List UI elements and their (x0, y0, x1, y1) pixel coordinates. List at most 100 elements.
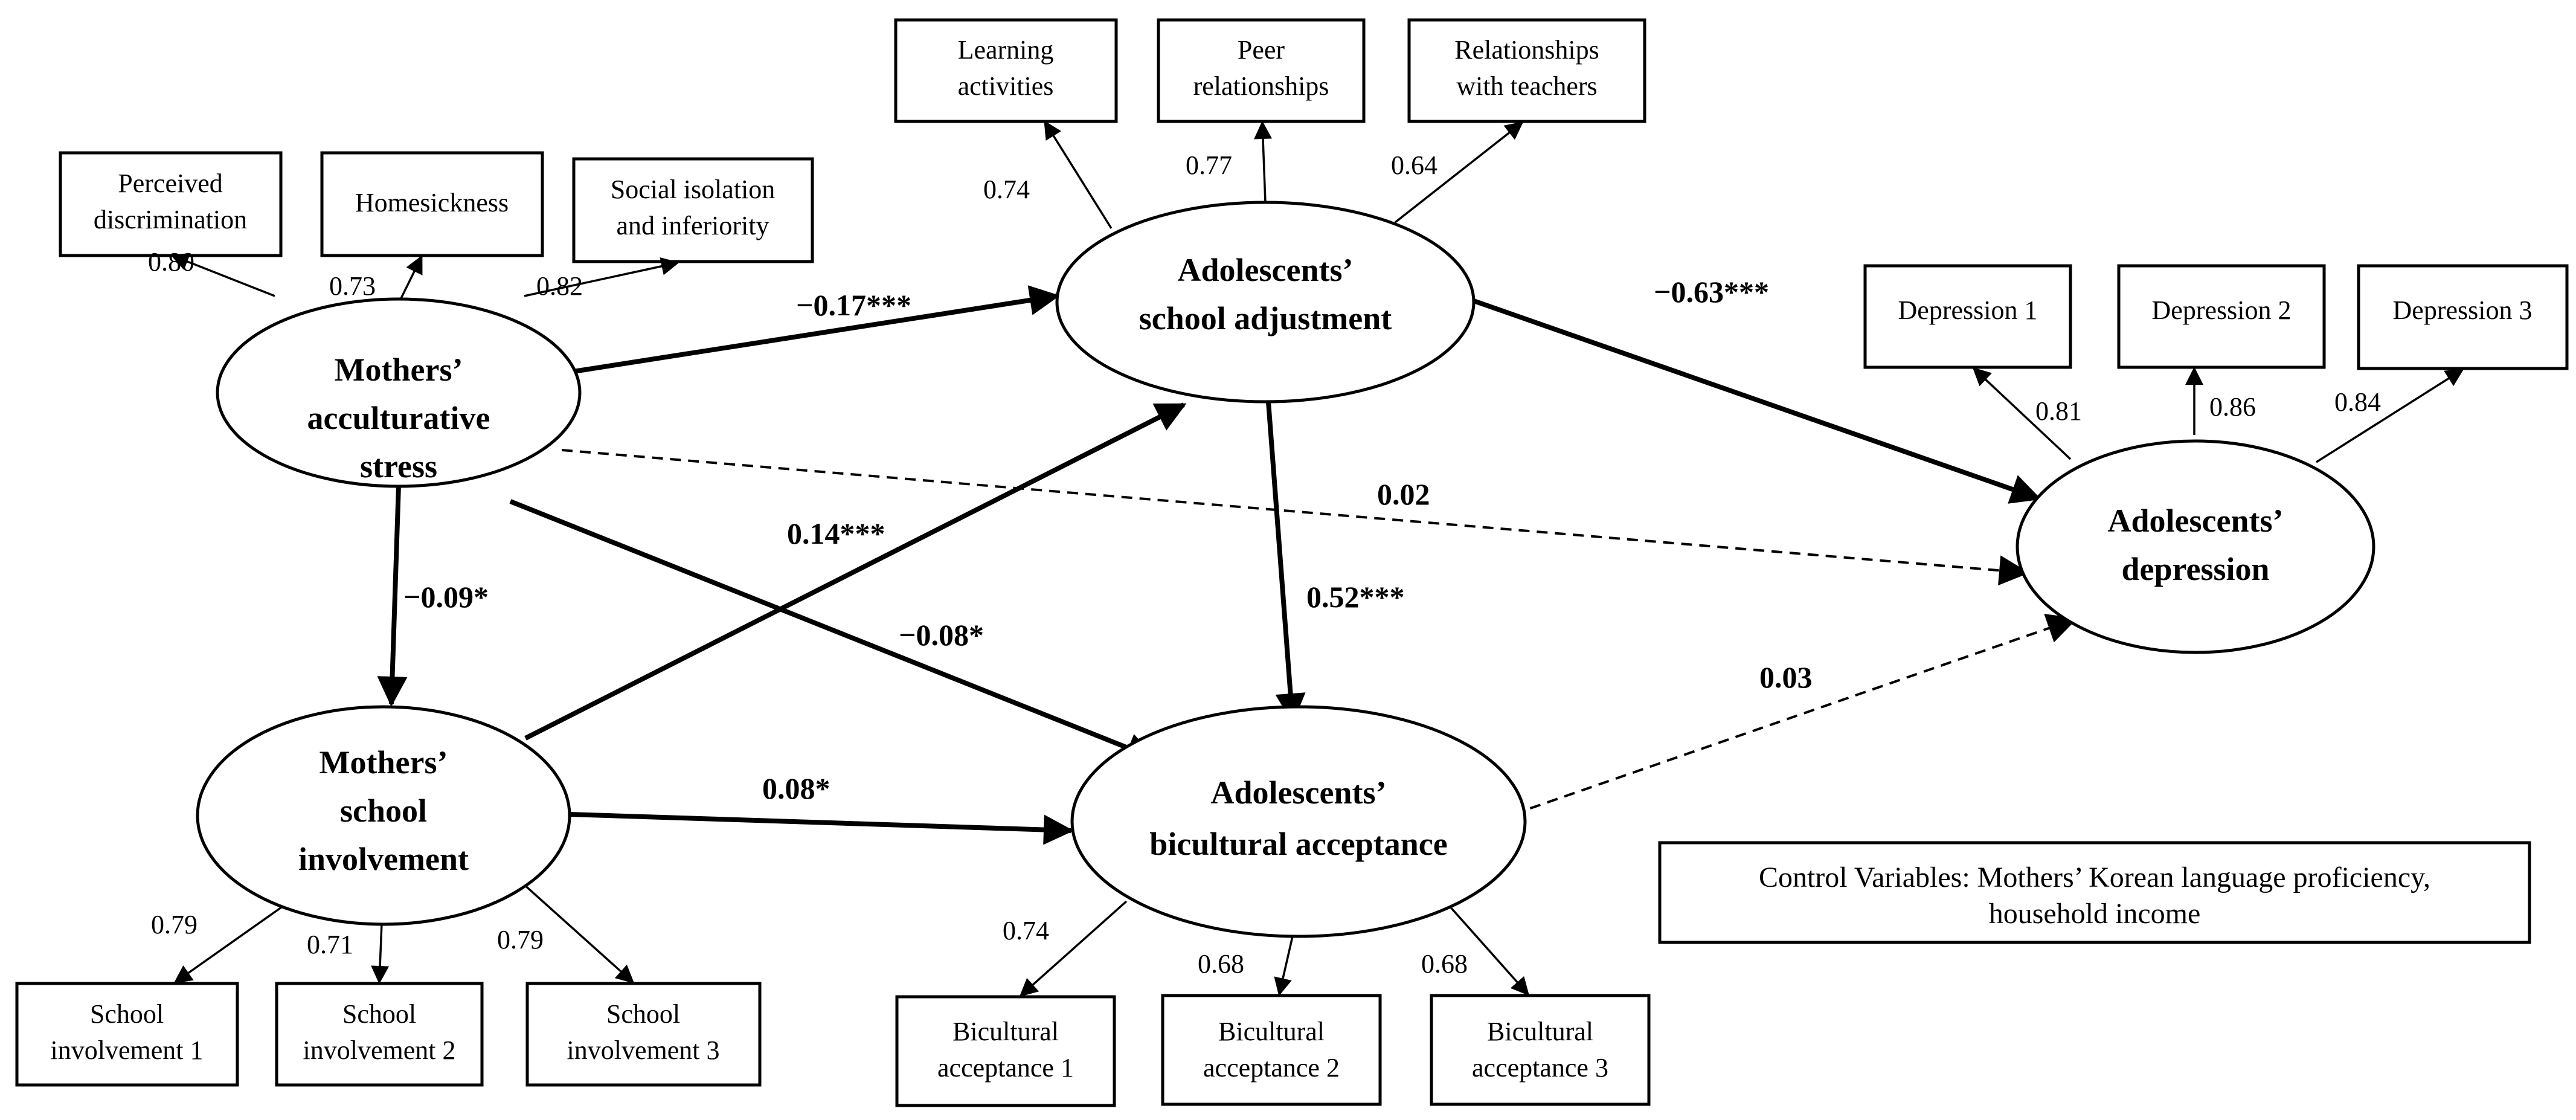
svg-text:Control Variables: Mothers’ Ko: Control Variables: Mothers’ Korean langu… (1759, 861, 2430, 893)
indicator-school-involvement-1: School involvement 1 (15, 982, 239, 1087)
path-stress-adjust (561, 285, 1060, 376)
loading-social-isolation: 0.82 (536, 271, 583, 301)
coef-involve-bicult: 0.08* (762, 771, 830, 805)
indicator-depression-1: Depression 1 (1863, 264, 2072, 369)
loading-arrow (1254, 121, 1273, 203)
coef-involve-adjust: 0.14*** (787, 517, 885, 550)
svg-text:school: school (340, 793, 427, 829)
loading-learning-activities: 0.74 (983, 175, 1030, 204)
indicator-homesickness: Homesickness (320, 151, 544, 257)
svg-text:Perceived: Perceived (118, 169, 222, 198)
path-stress-involve (377, 484, 408, 707)
svg-text:activities: activities (958, 71, 1054, 101)
latent-adolescents-bicultural-acceptance: Adolescents’ bicultural acceptance (1070, 705, 1527, 938)
svg-text:Adolescents’: Adolescents’ (1178, 252, 1354, 288)
coef-stress-involve: −0.09* (403, 580, 489, 614)
coef-stress-adjust: −0.17*** (796, 288, 911, 322)
indicator-relationships-with-teachers: Relationships with teachers (1407, 18, 1646, 123)
latent-adolescents-depression: Adolescents’ depression (2016, 439, 2375, 654)
loading-arrow (1019, 900, 1128, 997)
svg-text:Homesickness: Homesickness (355, 188, 509, 217)
coef-adjust-bicult: 0.52*** (1306, 580, 1405, 614)
loading-bicultural-acceptance-1: 0.74 (1003, 916, 1049, 945)
svg-text:discrimination: discrimination (94, 205, 247, 234)
svg-text:Social isolation: Social isolation (611, 175, 776, 204)
loading-homesickness: 0.73 (329, 271, 376, 301)
svg-text:School: School (606, 999, 680, 1029)
svg-text:involvement 2: involvement 2 (303, 1035, 456, 1065)
svg-text:Mothers’: Mothers’ (335, 352, 463, 388)
loading-bicultural-acceptance-3: 0.68 (1421, 949, 1468, 979)
coef-stress-bicult: −0.08* (899, 618, 984, 652)
svg-text:involvement 1: involvement 1 (51, 1035, 204, 1065)
svg-text:Depression 3: Depression 3 (2393, 295, 2533, 325)
coef-bicult-depress: 0.03 (1759, 660, 1813, 694)
control-variables-note: Control Variables: Mothers’ Korean langu… (1658, 841, 2531, 944)
loading-arrow (173, 900, 291, 983)
loading-depression-3: 0.84 (2334, 387, 2381, 417)
indicator-learning-activities: Learning activities (894, 18, 1118, 123)
loading-arrow (1274, 936, 1294, 996)
loading-school-involvement-1: 0.79 (151, 910, 198, 939)
svg-text:acceptance 3: acceptance 3 (1472, 1053, 1608, 1083)
indicator-bicultural-acceptance-2: Bicultural acceptance 2 (1161, 994, 1382, 1106)
indicator-depression-3: Depression 3 (2357, 264, 2569, 370)
svg-text:stress: stress (360, 448, 437, 484)
loading-arrow (2316, 369, 2464, 463)
coef-adjust-depress: −0.63*** (1654, 275, 1769, 309)
latent-mothers-school-involvement: Mothers’ school involvement (196, 705, 571, 926)
loading-relationships-with-teachers: 0.64 (1391, 150, 1437, 180)
loading-bicultural-acceptance-2: 0.68 (1198, 949, 1244, 979)
svg-text:Bicultural: Bicultural (1218, 1017, 1325, 1046)
svg-text:Adolescents’: Adolescents’ (1211, 774, 1387, 811)
loading-depression-1: 0.81 (2035, 396, 2082, 426)
loading-perceived-discrimination: 0.80 (148, 247, 194, 277)
svg-text:depression: depression (2121, 551, 2269, 587)
svg-text:involvement 3: involvement 3 (567, 1035, 720, 1065)
loading-arrow (1394, 121, 1524, 224)
path-involve-bicult (569, 812, 1074, 845)
svg-text:acceptance 2: acceptance 2 (1203, 1053, 1340, 1083)
path-adjust-bicult (1266, 401, 1306, 724)
path-involve-adjust (524, 402, 1187, 741)
svg-text:with teachers: with teachers (1456, 71, 1597, 101)
svg-text:Relationships: Relationships (1454, 35, 1599, 65)
indicator-bicultural-acceptance-1: Bicultural acceptance 1 (895, 995, 1116, 1107)
loading-depression-2: 0.86 (2209, 392, 2256, 422)
loading-school-involvement-3: 0.79 (497, 925, 544, 954)
indicator-depression-2: Depression 2 (2117, 264, 2326, 369)
indicator-perceived-discrimination: Perceived discrimination (59, 151, 283, 257)
indicator-school-involvement-3: School involvement 3 (525, 982, 762, 1087)
indicator-school-involvement-2: School involvement 2 (275, 982, 484, 1087)
svg-text:School: School (342, 999, 416, 1029)
loading-arrow (170, 253, 275, 297)
svg-text:school adjustment: school adjustment (1139, 300, 1392, 336)
loading-arrow (1044, 120, 1113, 229)
svg-text:and inferiority: and inferiority (617, 211, 769, 240)
coef-stress-depress: 0.02 (1377, 477, 1430, 511)
svg-text:involvement: involvement (298, 841, 469, 877)
indicator-social-isolation: Social isolation and inferiority (572, 157, 814, 263)
svg-text:Bicultural: Bicultural (952, 1017, 1059, 1046)
svg-text:relationships: relationships (1193, 71, 1329, 101)
svg-text:Depression 2: Depression 2 (2152, 295, 2292, 325)
loading-arrow (521, 882, 635, 984)
loading-peer-relationships: 0.77 (1186, 150, 1232, 180)
svg-text:Mothers’: Mothers’ (320, 744, 448, 780)
loading-arrow (371, 922, 390, 984)
loading-arrow (524, 257, 679, 297)
svg-text:household income: household income (1989, 898, 2201, 930)
latent-adolescents-school-adjustment: Adolescents’ school adjustment (1055, 201, 1476, 404)
loading-school-involvement-2: 0.71 (307, 930, 353, 959)
svg-text:bicultural acceptance: bicultural acceptance (1149, 826, 1447, 862)
path-adjust-depress (1473, 298, 2041, 504)
svg-text:Depression 1: Depression 1 (1898, 295, 2038, 325)
indicator-peer-relationships: Peer relationships (1157, 18, 1366, 123)
latent-mothers-acculturative-stress: Mothers’ acculturative stress (216, 297, 582, 488)
loading-arrow (1972, 367, 2072, 460)
indicator-bicultural-acceptance-3: Bicultural acceptance 3 (1430, 994, 1651, 1106)
svg-text:Adolescents’: Adolescents’ (2108, 503, 2284, 539)
path-stress-depress (561, 449, 2029, 586)
svg-text:School: School (90, 999, 164, 1029)
